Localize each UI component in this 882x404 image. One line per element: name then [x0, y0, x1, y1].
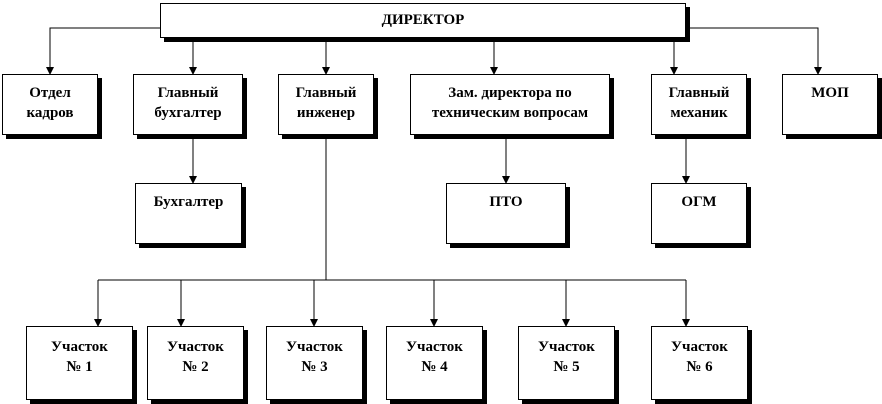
hr-department-box: Отдел кадров: [2, 74, 98, 135]
accountant-box: Бухгалтер: [135, 183, 242, 244]
connector-director-mop: [686, 27, 822, 75]
section-4-box: Участок № 4: [386, 326, 483, 400]
section-3-label: Участок № 3: [286, 339, 343, 375]
chief-mechanic-label: Главный механик: [668, 85, 730, 121]
section-4-label: Участок № 4: [406, 339, 463, 375]
ogm-label: ОГМ: [681, 194, 717, 210]
section-2-label: Участок № 2: [167, 339, 224, 375]
section-2-box: Участок № 2: [147, 326, 244, 400]
chief-accountant-box: Главный бухгалтер: [133, 74, 243, 135]
director-box: ДИРЕКТОР: [160, 3, 686, 38]
section-1-box: Участок № 1: [26, 326, 133, 400]
deputy-tech-director-box: Зам. директора по техническим вопросам: [410, 74, 610, 135]
section-6-label: Участок № 6: [671, 339, 728, 375]
pto-label: ПТО: [489, 194, 523, 210]
pto-box: ПТО: [446, 183, 566, 244]
chief-engineer-label: Главный инженер: [295, 85, 357, 121]
hr-department-label: Отдел кадров: [26, 85, 74, 121]
section-6-box: Участок № 6: [651, 326, 748, 400]
chief-accountant-label: Главный бухгалтер: [154, 85, 222, 121]
deputy-tech-director-label: Зам. директора по техническим вопросам: [431, 85, 589, 121]
director-label: ДИРЕКТОР: [381, 12, 465, 28]
connector-director-hr: [46, 27, 160, 75]
mop-label: МОП: [811, 85, 849, 101]
section-3-box: Участок № 3: [266, 326, 363, 400]
mop-box: МОП: [782, 74, 878, 135]
chief-mechanic-box: Главный механик: [651, 74, 747, 135]
ogm-box: ОГМ: [651, 183, 747, 244]
accountant-label: Бухгалтер: [153, 194, 224, 210]
section-5-label: Участок № 5: [538, 339, 595, 375]
section-5-box: Участок № 5: [518, 326, 615, 400]
chief-engineer-box: Главный инженер: [278, 74, 374, 135]
section-1-label: Участок № 1: [51, 339, 108, 375]
